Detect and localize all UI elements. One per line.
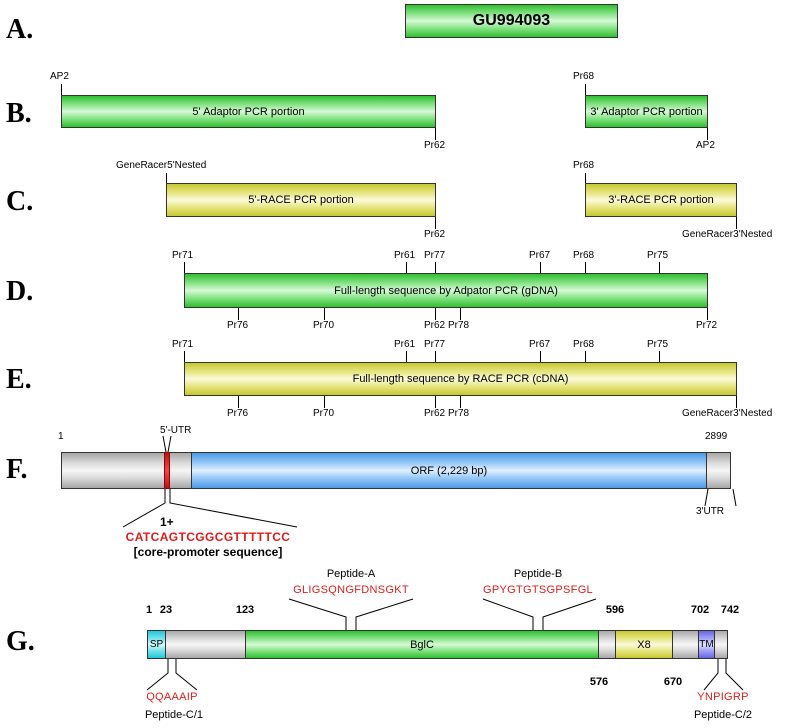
c-pr62-label: Pr62 bbox=[424, 229, 446, 240]
g-position-label: 742 bbox=[720, 604, 740, 616]
f-5utr-label: 5'-UTR bbox=[160, 425, 192, 436]
b-3prime-adaptor-bar: 3' Adaptor PCR portion bbox=[585, 95, 708, 128]
d-primer-top-label: Pr75 bbox=[647, 250, 669, 261]
g-peptide-b-name: Peptide-B bbox=[513, 568, 563, 580]
b-pr68-label: Pr68 bbox=[573, 71, 595, 82]
g-peptide-c2-name: Peptide-C/2 bbox=[693, 709, 753, 721]
row-label-c: C. bbox=[6, 186, 34, 217]
row-label-b: B. bbox=[6, 98, 32, 129]
g-domain-tm: TM bbox=[698, 630, 715, 659]
e-primer-bottom-label: Pr70 bbox=[313, 408, 335, 419]
b-ap2-right-label: AP2 bbox=[696, 140, 715, 151]
d-primer-bottom-label: Pr78 bbox=[448, 320, 470, 331]
d-primer-top-label: Pr68 bbox=[573, 250, 595, 261]
g-domain-x8: X8 bbox=[615, 630, 673, 659]
g-peptide-a-seq: GLIGSQNGFDNSGKT bbox=[293, 584, 409, 596]
c-3prime-race-bar: 3'-RACE PCR portion bbox=[585, 183, 737, 217]
e-primer-bottom-label: GeneRacer3'Nested bbox=[682, 408, 773, 419]
b-pr62-label: Pr62 bbox=[424, 140, 446, 151]
e-primer-top-label: Pr67 bbox=[529, 339, 551, 350]
g-position-label: 123 bbox=[235, 604, 255, 616]
row-label-d: D. bbox=[6, 276, 34, 307]
f-promoter-caption: [core-promoter sequence] bbox=[133, 545, 283, 559]
e-primer-top-label: Pr68 bbox=[573, 339, 595, 350]
b-ap2-left-label: AP2 bbox=[50, 71, 69, 82]
c-nested5-label: GeneRacer5'Nested bbox=[116, 160, 207, 171]
e-primer-top-label: Pr61 bbox=[394, 339, 416, 350]
g-peptide-c1-seq: QQAAAIP bbox=[146, 691, 198, 703]
d-primer-bottom-label: Pr76 bbox=[227, 320, 249, 331]
g-position-label: 596 bbox=[605, 604, 625, 616]
row-label-g: G. bbox=[6, 626, 35, 657]
f-promoter-marker bbox=[164, 452, 170, 489]
g-position-label: 576 bbox=[589, 676, 609, 688]
d-primer-bottom-label: Pr70 bbox=[313, 320, 335, 331]
d-primer-bottom-label: Pr72 bbox=[696, 320, 718, 331]
g-position-label: 1 bbox=[145, 604, 153, 616]
e-primer-top-label: Pr77 bbox=[424, 339, 446, 350]
f-start-position: 1 bbox=[58, 431, 64, 442]
d-primer-top-label: Pr67 bbox=[529, 250, 551, 261]
row-label-e: E. bbox=[6, 364, 32, 395]
g-domain-sp: SP bbox=[147, 630, 166, 659]
f-end-position: 2899 bbox=[705, 431, 728, 442]
g-peptide-c2-seq: YNPIGRP bbox=[697, 691, 749, 703]
d-primer-top-label: Pr77 bbox=[424, 250, 446, 261]
g-peptide-a-name: Peptide-A bbox=[326, 568, 376, 580]
e-primer-top-label: Pr75 bbox=[647, 339, 669, 350]
e-primer-bottom-label: Pr76 bbox=[227, 408, 249, 419]
g-position-label: 23 bbox=[159, 604, 173, 616]
f-orf-bar: ORF (2,229 bp) bbox=[191, 452, 707, 489]
g-position-label: 702 bbox=[690, 604, 710, 616]
e-primer-top-label: Pr71 bbox=[172, 339, 194, 350]
d-primer-top-label: Pr61 bbox=[394, 250, 416, 261]
f-3utr-label: 3'UTR bbox=[696, 506, 725, 517]
g-position-label: 670 bbox=[663, 676, 683, 688]
row-label-f: F. bbox=[6, 454, 28, 485]
b-5prime-adaptor-bar: 5' Adaptor PCR portion bbox=[61, 95, 436, 128]
g-peptide-b-seq: GPYGTGTSGPSFGL bbox=[483, 584, 593, 596]
d-primer-bottom-label: Pr62 bbox=[424, 320, 446, 331]
f-promoter-sequence: CATCAGTCGGCGTTTTTCC bbox=[125, 530, 291, 544]
c-pr68-label: Pr68 bbox=[573, 160, 595, 171]
g-domain-bglc: BglC bbox=[245, 630, 599, 659]
f-tss-label: 1+ bbox=[160, 515, 174, 529]
e-primer-bottom-label: Pr78 bbox=[448, 408, 470, 419]
e-full-length-cdna-bar: Full-length sequence by RACE PCR (cDNA) bbox=[184, 362, 737, 396]
d-primer-top-label: Pr71 bbox=[172, 250, 194, 261]
c-5prime-race-bar: 5'-RACE PCR portion bbox=[166, 183, 436, 217]
row-label-a: A. bbox=[6, 14, 34, 45]
g-peptide-c1-name: Peptide-C/1 bbox=[144, 709, 204, 721]
accession-bar: GU994093 bbox=[405, 4, 618, 38]
c-nested3-label: GeneRacer3'Nested bbox=[682, 229, 773, 240]
e-primer-bottom-label: Pr62 bbox=[424, 408, 446, 419]
d-full-length-gdna-bar: Full-length sequence by Adpator PCR (gDN… bbox=[184, 273, 708, 308]
